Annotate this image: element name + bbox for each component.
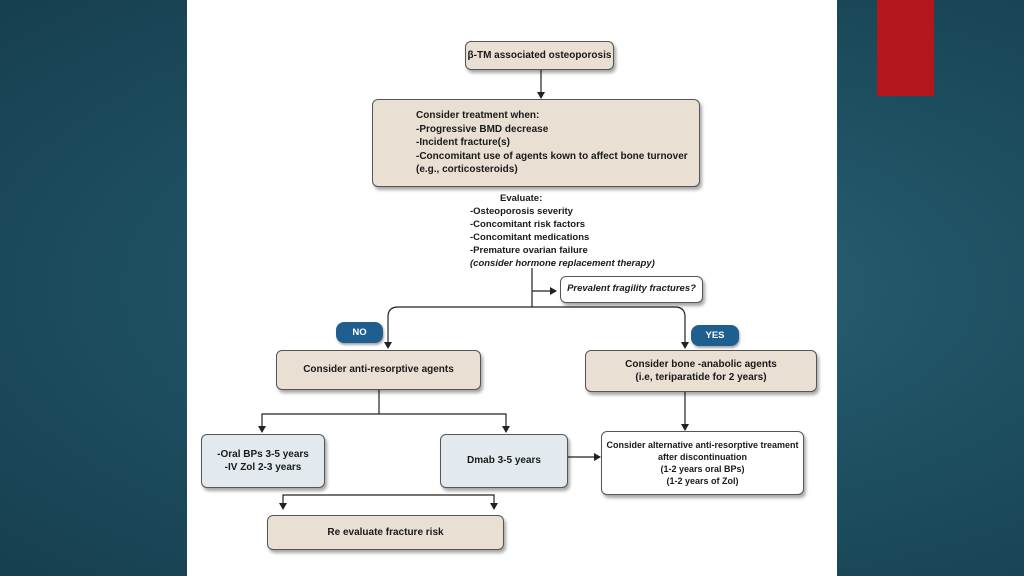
consider-treatment-item: -Incident fracture(s) <box>416 137 510 148</box>
arrow-to-no-branch <box>384 306 532 349</box>
consider-treatment-item: -Concomitant use of agents kown to affec… <box>416 150 688 162</box>
consider-treatment-item: -Progressive BMD decrease <box>416 123 549 135</box>
arrow-to-oral <box>258 413 379 433</box>
arrow-to-yes-branch <box>532 306 689 349</box>
arrow-to-dmab <box>379 413 510 433</box>
node-start: β-TM associated osteoporosis <box>465 41 614 70</box>
node-anti-resorptive-label: Consider anti-resorptive agents <box>303 364 454 376</box>
yes-badge-label: YES <box>705 330 725 341</box>
evaluate-item: -Concomitant risk factors <box>470 219 586 230</box>
node-dmab: Dmab 3-5 years <box>440 434 568 488</box>
red-accent-bar <box>877 0 934 96</box>
evaluate-text-block: Evaluate: -Osteoporosis severity -Concom… <box>470 192 710 270</box>
node-consider-treatment: Consider treatment when: -Progressive BM… <box>372 99 700 187</box>
node-question: Prevalent fragility fractures? <box>560 276 703 303</box>
node-start-label: β-TM associated osteoporosis <box>467 49 612 61</box>
node-alternative-line3: (1-2 years oral BPs) <box>660 464 745 474</box>
node-alternative-line1: Consider alternative anti-resorptive tre… <box>606 439 799 450</box>
node-oral-line2: -IV Zol 2-3 years <box>224 462 302 473</box>
node-anti-resorptive: Consider anti-resorptive agents <box>276 350 481 390</box>
evaluate-item: -Concomitant medications <box>470 232 590 243</box>
node-anabolic: Consider bone -anabolic agents (i.e, ter… <box>585 350 817 392</box>
no-badge: NO <box>336 322 383 343</box>
consider-treatment-item: (e.g., corticosteroids) <box>416 164 518 175</box>
arrow-to-reevaluate-left <box>279 494 384 510</box>
node-anabolic-line2: (i.e, teriparatide for 2 years) <box>635 372 767 383</box>
node-oral: -Oral BPs 3-5 years -IV Zol 2-3 years <box>201 434 325 488</box>
node-anabolic-line1: Consider bone -anabolic agents <box>625 358 777 370</box>
node-alternative-line4: (1-2 years of Zol) <box>666 476 739 487</box>
consider-treatment-title: Consider treatment when: <box>416 110 540 121</box>
evaluate-item: -Premature ovarian failure <box>470 245 588 256</box>
arrow-to-reevaluate-right <box>384 494 498 510</box>
yes-badge: YES <box>691 325 739 346</box>
no-badge-label: NO <box>352 327 367 338</box>
node-question-label: Prevalent fragility fractures? <box>567 283 696 295</box>
node-reevaluate-label: Re evaluate fracture risk <box>327 526 444 538</box>
node-alternative-line2: after discontinuation <box>657 451 747 462</box>
evaluate-item: -Osteoporosis severity <box>470 206 573 217</box>
evaluate-title: Evaluate: <box>500 193 543 204</box>
node-reevaluate: Re evaluate fracture risk <box>267 515 504 550</box>
node-alternative: Consider alternative anti-resorptive tre… <box>601 431 804 495</box>
node-dmab-label: Dmab 3-5 years <box>467 455 541 467</box>
node-oral-line1: -Oral BPs 3-5 years <box>217 448 309 460</box>
evaluate-note: (consider hormone replacement therapy) <box>470 258 655 269</box>
